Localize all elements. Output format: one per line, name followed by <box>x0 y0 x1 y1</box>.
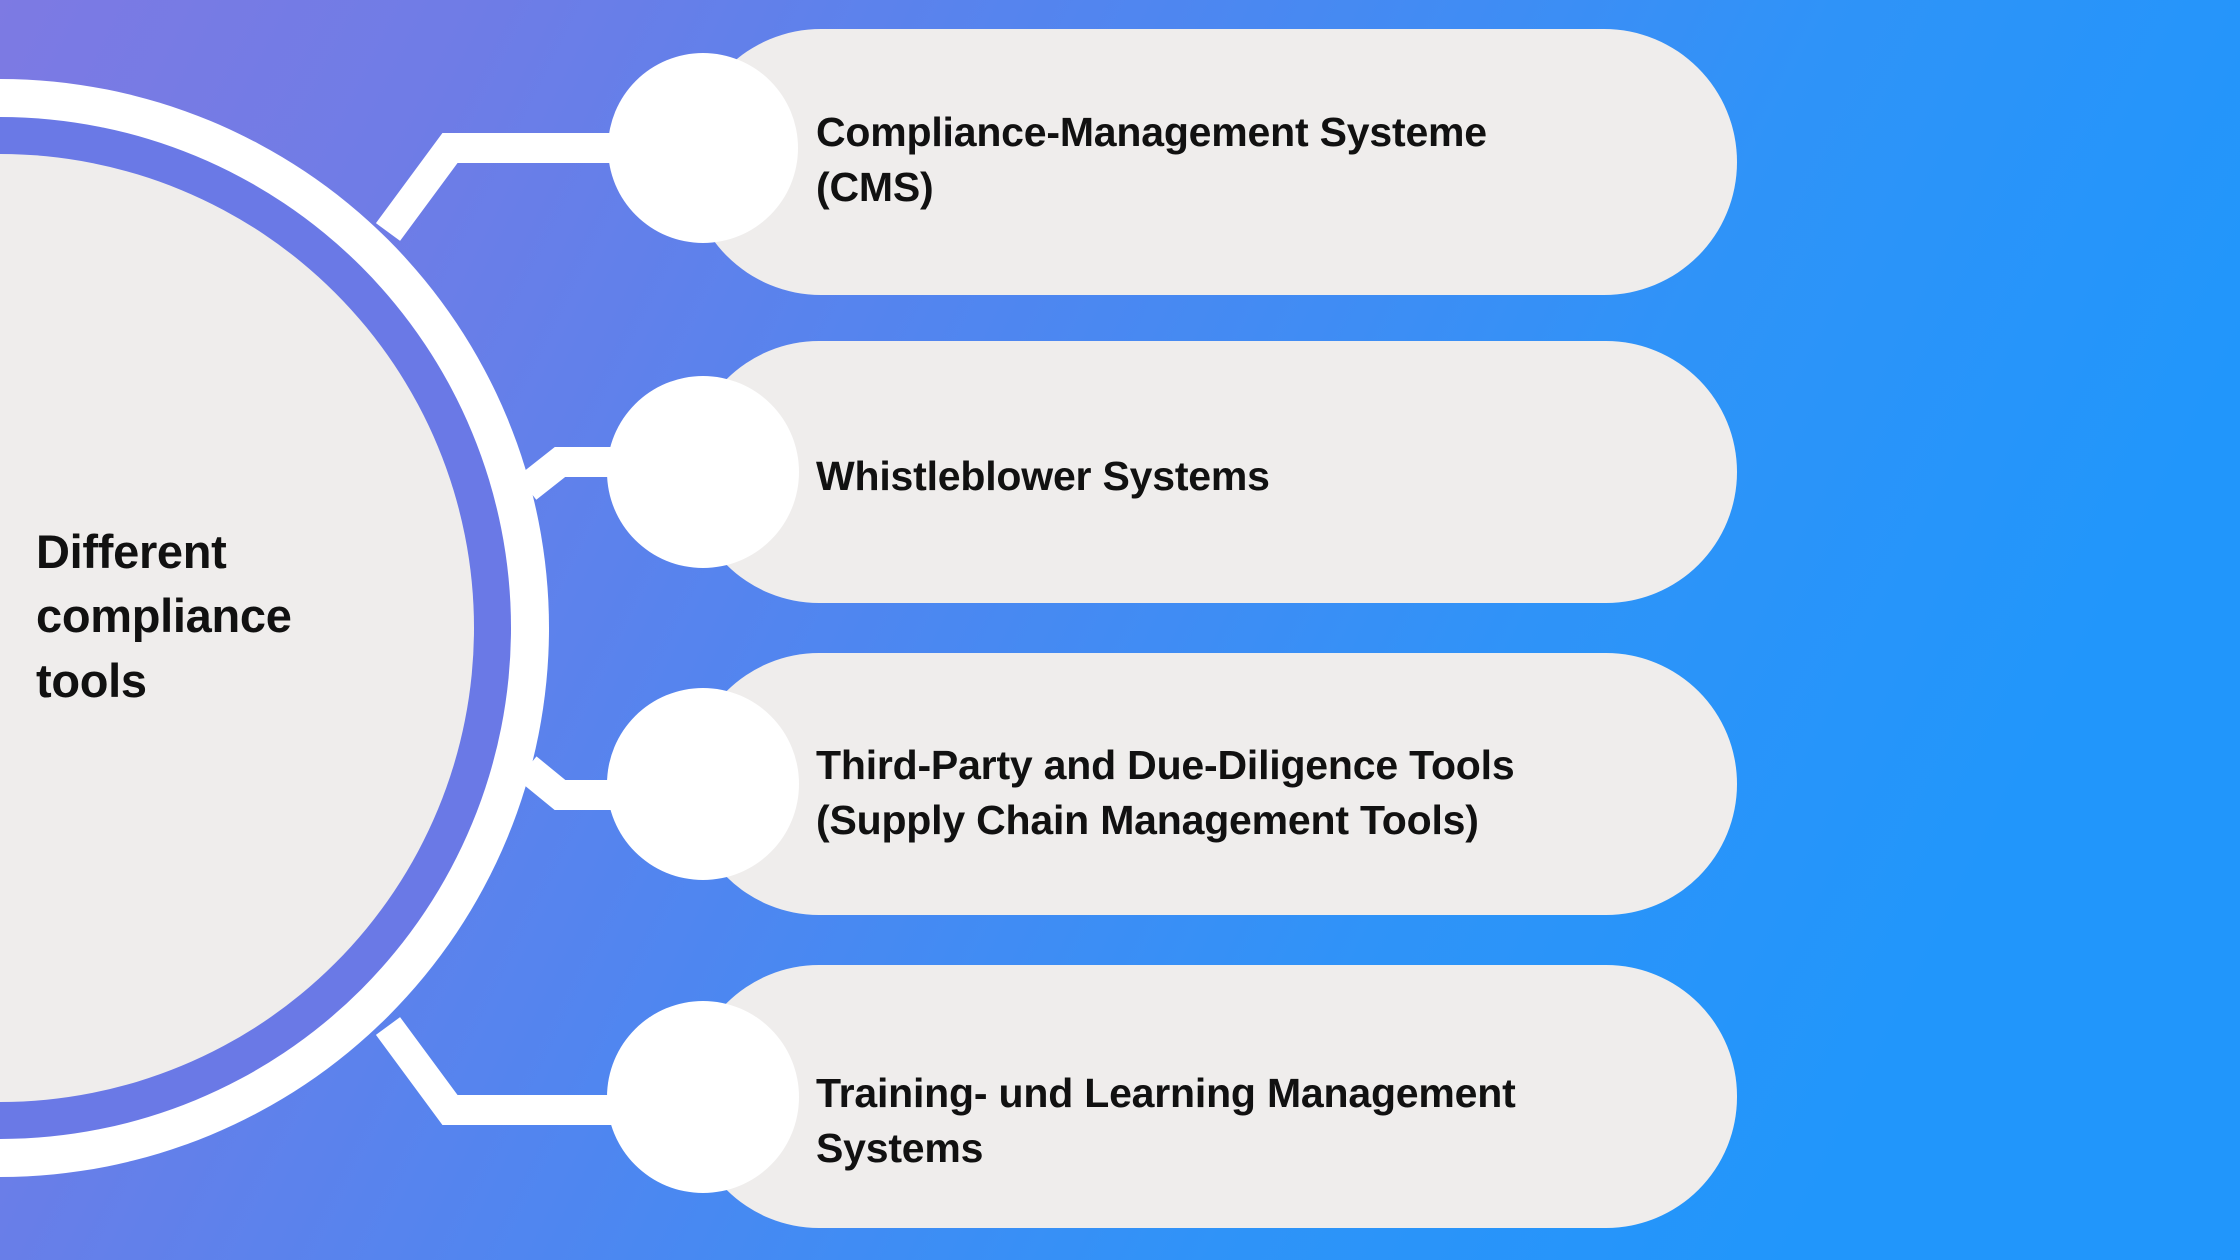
node-dot-icon-1 <box>608 53 798 243</box>
branch-label-3: Third-Party and Due-Diligence Tools (Sup… <box>816 742 1515 843</box>
branch-label-1: Compliance-Management Systeme (CMS) <box>816 109 1487 210</box>
branch-pill-3[interactable] <box>688 653 1737 915</box>
node-dot-icon-3 <box>607 688 799 880</box>
branch-label-2: Whistleblower Systems <box>816 453 1270 499</box>
branch-pill-4[interactable] <box>688 965 1737 1228</box>
node-dot-icon-2 <box>607 376 799 568</box>
branch-pill-2[interactable] <box>688 341 1737 603</box>
hub-disc <box>0 154 474 1102</box>
branch-pill-1[interactable] <box>688 29 1737 295</box>
node-dot-icon-4 <box>607 1001 799 1193</box>
branch-label-4: Training- und Learning Management System… <box>816 1070 1516 1171</box>
hub-label: Different compliance tools <box>36 525 292 707</box>
